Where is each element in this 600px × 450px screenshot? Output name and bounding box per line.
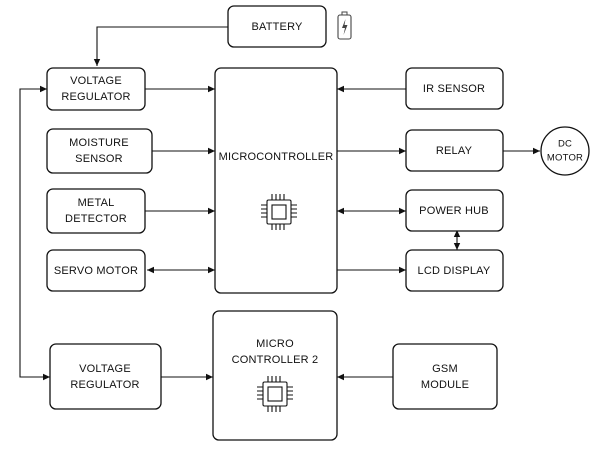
microcontroller: MICROCONTROLLER (214, 67, 338, 294)
voltage-regulator-1-label-line1: VOLTAGE (70, 75, 122, 87)
microcontroller-label: MICROCONTROLLER (219, 151, 334, 163)
ir-sensor-label: IR SENSOR (423, 83, 485, 95)
lcd-display: LCD DISPLAY (405, 249, 504, 292)
microcontroller-2-label-line1: MICRO (256, 338, 294, 350)
battery-block: BATTERY (227, 5, 327, 48)
dc-motor-label-line1: DC (558, 139, 572, 150)
moisture-sensor-label-line2: SENSOR (75, 153, 123, 165)
battery-charging-icon (337, 11, 352, 40)
voltage-regulator-2-label-line1: VOLTAGE (79, 363, 131, 375)
battery-label: BATTERY (251, 21, 303, 33)
relay-label: RELAY (436, 145, 473, 157)
moisture-sensor: MOISTURE SENSOR (46, 128, 153, 174)
metal-detector-label-line2: DETECTOR (65, 213, 127, 225)
voltage-regulator-1-label-line2: REGULATOR (61, 91, 130, 103)
power-hub-label: POWER HUB (419, 205, 489, 217)
dc-motor-label-line2: MOTOR (547, 153, 583, 164)
wire-battery-to-regulator (93, 26, 228, 66)
dc-motor: DC MOTOR (540, 126, 590, 176)
wire-regulator-rail (19, 85, 50, 381)
microcontroller-2-label-line2: CONTROLLER 2 (232, 354, 319, 366)
voltage-regulator-2: VOLTAGE REGULATOR (49, 343, 162, 410)
metal-detector-label-line1: METAL (78, 197, 115, 209)
ir-sensor: IR SENSOR (405, 67, 504, 110)
gsm-module-label-line2: MODULE (421, 379, 469, 391)
microchip-icon (257, 376, 293, 412)
servo-motor-label: SERVO MOTOR (54, 265, 138, 277)
servo-motor: SERVO MOTOR (46, 249, 146, 292)
moisture-sensor-label-line1: MOISTURE (69, 137, 129, 149)
gsm-module-label-line1: GSM (432, 363, 458, 375)
microcontroller-2: MICRO CONTROLLER 2 (212, 310, 338, 441)
voltage-regulator-1: VOLTAGE REGULATOR (46, 67, 146, 111)
gsm-module: GSM MODULE (392, 343, 498, 410)
voltage-regulator-2-label-line2: REGULATOR (70, 379, 139, 391)
connectors (19, 26, 540, 381)
power-hub: POWER HUB (405, 189, 504, 232)
relay: RELAY (405, 129, 504, 172)
lcd-display-label: LCD DISPLAY (418, 265, 491, 277)
microchip-icon (261, 194, 297, 230)
metal-detector: METAL DETECTOR (46, 188, 146, 234)
